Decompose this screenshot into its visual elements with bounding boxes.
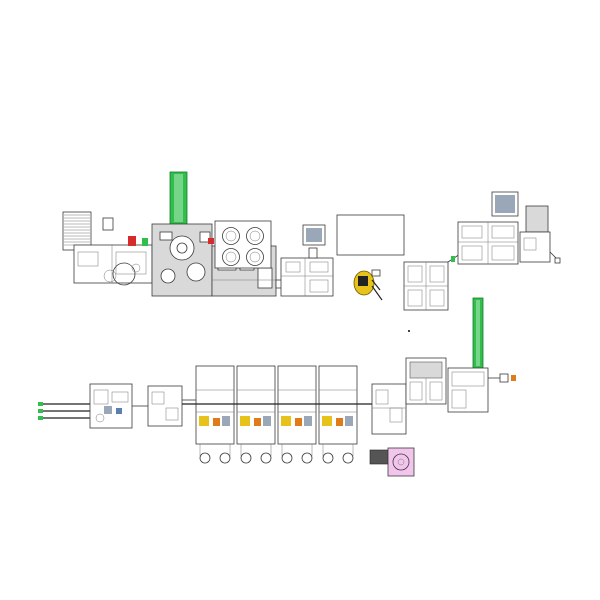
module-3 xyxy=(277,365,317,464)
marker-dot xyxy=(408,330,410,332)
end-cabinet xyxy=(519,205,561,264)
pink-unit xyxy=(369,447,415,477)
module-2 xyxy=(236,365,276,464)
inspection-station xyxy=(371,383,407,435)
upper-production-line xyxy=(62,171,561,311)
lower-production-line xyxy=(38,297,516,477)
yellow-robot xyxy=(353,269,383,301)
monitor-cell xyxy=(280,224,334,297)
link-frame xyxy=(132,385,196,427)
module-1 xyxy=(195,365,235,464)
loader-station xyxy=(89,383,133,429)
lower-tower xyxy=(405,357,447,405)
output-station xyxy=(447,367,516,413)
quad-disc-unit xyxy=(214,220,272,269)
lower-green-conveyor xyxy=(472,297,484,369)
feed-station xyxy=(73,236,153,286)
upper-green-conveyor xyxy=(169,171,188,225)
open-frame xyxy=(336,214,405,256)
roller-rack xyxy=(62,211,114,251)
tower-cell xyxy=(403,253,461,311)
module-4 xyxy=(318,365,358,464)
monitor-cell-2 xyxy=(457,191,519,265)
